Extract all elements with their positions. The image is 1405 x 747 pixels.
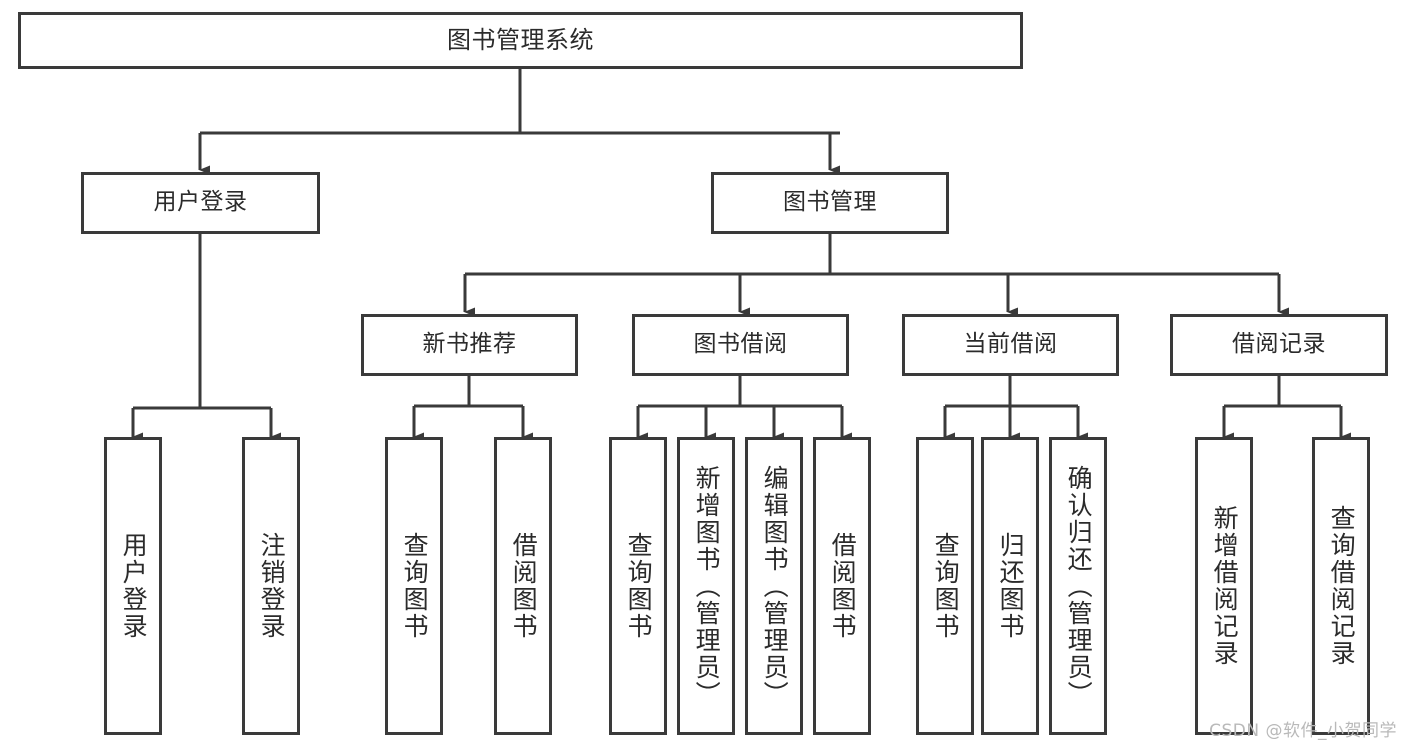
- leaf-edit-book-label: 编辑图书（管理员）: [760, 464, 790, 708]
- leaf-user-login[interactable]: 用户登录: [104, 437, 162, 735]
- leaf-query-borrow-record-label: 查询借阅记录: [1327, 505, 1357, 667]
- node-current-borrow[interactable]: 当前借阅: [902, 314, 1119, 376]
- leaf-query-book-current-label: 查询图书: [931, 532, 961, 640]
- leaf-add-borrow-record[interactable]: 新增借阅记录: [1195, 437, 1253, 735]
- node-user-login-label: 用户登录: [153, 189, 248, 216]
- node-borrow-record-label: 借阅记录: [1232, 331, 1326, 358]
- leaf-logout-label: 注销登录: [257, 532, 287, 640]
- leaf-user-login-label: 用户登录: [119, 532, 149, 640]
- leaf-borrow-book-recommend[interactable]: 借阅图书: [494, 437, 552, 735]
- node-root-label: 图书管理系统: [447, 26, 594, 55]
- node-book-borrow-label: 图书借阅: [693, 331, 788, 358]
- leaf-return-book[interactable]: 归还图书: [981, 437, 1039, 735]
- leaf-query-borrow-record[interactable]: 查询借阅记录: [1312, 437, 1370, 735]
- leaf-query-book-recommend-label: 查询图书: [400, 532, 430, 640]
- node-new-book-recommend[interactable]: 新书推荐: [361, 314, 578, 376]
- leaf-edit-book[interactable]: 编辑图书（管理员）: [745, 437, 803, 735]
- node-book-manage[interactable]: 图书管理: [711, 172, 949, 234]
- leaf-query-book-current[interactable]: 查询图书: [916, 437, 974, 735]
- leaf-add-book-label: 新增图书（管理员）: [692, 464, 722, 708]
- node-book-manage-label: 图书管理: [783, 189, 877, 216]
- leaf-borrow-book[interactable]: 借阅图书: [813, 437, 871, 735]
- leaf-query-book-borrow[interactable]: 查询图书: [609, 437, 667, 735]
- leaf-borrow-book-label: 借阅图书: [828, 532, 858, 640]
- leaf-confirm-return-label: 确认归还（管理员）: [1064, 464, 1094, 708]
- leaf-borrow-book-recommend-label: 借阅图书: [509, 532, 539, 640]
- leaf-query-book-recommend[interactable]: 查询图书: [385, 437, 443, 735]
- leaf-return-book-label: 归还图书: [996, 532, 1026, 640]
- leaf-confirm-return[interactable]: 确认归还（管理员）: [1049, 437, 1107, 735]
- node-current-borrow-label: 当前借阅: [963, 331, 1058, 358]
- node-borrow-record[interactable]: 借阅记录: [1170, 314, 1388, 376]
- leaf-add-borrow-record-label: 新增借阅记录: [1210, 505, 1240, 667]
- leaf-query-book-borrow-label: 查询图书: [624, 532, 654, 640]
- leaf-add-book[interactable]: 新增图书（管理员）: [677, 437, 735, 735]
- node-user-login[interactable]: 用户登录: [81, 172, 320, 234]
- node-new-book-recommend-label: 新书推荐: [422, 331, 517, 358]
- leaf-logout[interactable]: 注销登录: [242, 437, 300, 735]
- watermark: CSDN @软件_小贺同学: [1209, 721, 1397, 741]
- node-root[interactable]: 图书管理系统: [18, 12, 1023, 69]
- node-book-borrow[interactable]: 图书借阅: [632, 314, 849, 376]
